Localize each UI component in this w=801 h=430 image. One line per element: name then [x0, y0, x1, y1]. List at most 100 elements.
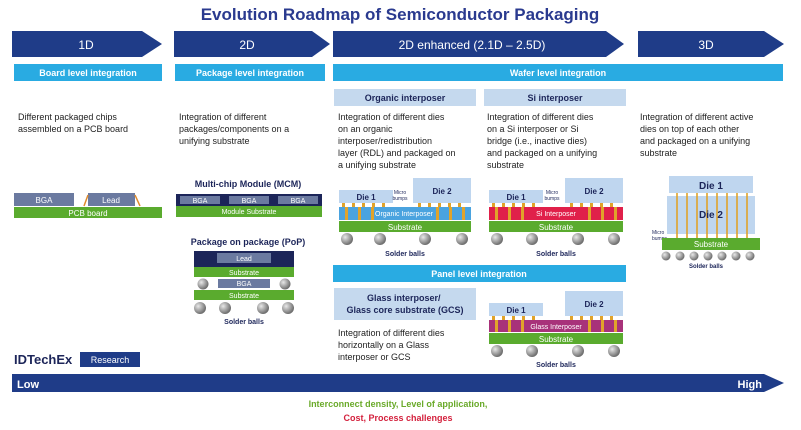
stacked-3d-diagram: Die 1 Die 2 Micro bumps Substrate Solder… [652, 176, 760, 270]
stage-arrow-3d: 3D [638, 31, 784, 57]
description-2d-line: unifying substrate [179, 136, 250, 146]
pop-lead-label: Lead [236, 256, 252, 263]
pop-title: Package on package (PoP) [191, 237, 306, 247]
glass-interposer-label: Glass Interposer [530, 324, 582, 331]
mcm-title: Multi-chip Module (MCM) [195, 179, 301, 189]
description-organic-line: on an organic [338, 124, 393, 134]
stacked-bumps-label: bumps [652, 236, 668, 242]
description-organic-line: Integration of different dies [338, 112, 445, 122]
mcm-bga-label: BGA [193, 198, 208, 205]
footer-line-interconnect: Interconnect density, Level of applicati… [309, 399, 488, 409]
description-3d-line: and packaged on a unifying [640, 136, 750, 146]
organic-solder-balls-label: Solder balls [385, 251, 425, 258]
description-si-line: Integration of different dies [487, 112, 594, 122]
glass-solder-balls-label: Solder balls [536, 362, 576, 369]
pop-substrate-bottom-label: Substrate [229, 293, 259, 300]
organic-die2-label: Die 2 [432, 187, 452, 196]
axis-high-label: High [738, 379, 763, 391]
si-substrate-label: Substrate [539, 223, 574, 232]
description-3d: Integration of different active dies on … [640, 112, 756, 158]
pcb-board-diagram: BGA Lead PCB board [14, 193, 162, 218]
description-si-line: and packaged on a unifying [487, 148, 597, 158]
stage-arrow-2d: 2D [174, 31, 330, 57]
description-3d-line: substrate [640, 148, 677, 158]
stage-label-2d-enhanced: 2D enhanced (2.1D – 2.5D) [399, 38, 546, 52]
si-die1-label: Die 1 [506, 193, 526, 202]
glass-interposer-diagram: Die 1 Die 2 Glass Interposer Substrate S… [489, 291, 623, 369]
si-die2-label: Die 2 [584, 187, 604, 196]
description-organic-line: a unifying substrate [338, 160, 416, 170]
description-3d-line: dies on top of each other [640, 124, 739, 134]
description-organic: Integration of different dies on an orga… [338, 112, 458, 170]
mcm-diagram: BGA BGA BGA Module Substrate [176, 194, 322, 217]
idtechex-logo: IDTechEx Research [14, 352, 140, 367]
band-board-level: Board level integration [14, 64, 162, 81]
mcm-bga-label: BGA [242, 198, 257, 205]
subheader-glass-interposer: Glass interposer/ Glass core substrate (… [334, 288, 476, 320]
pcb-bga-label: BGA [36, 196, 54, 205]
glass-die2-label: Die 2 [584, 300, 604, 309]
description-si-line: bridge (i.e., inactive dies) [487, 136, 587, 146]
description-2d: Integration of different packages/compon… [179, 112, 292, 146]
description-glass: Integration of different dies horizontal… [338, 328, 447, 362]
axis-low-label: Low [17, 379, 39, 391]
si-interposer-label: Si Interposer [536, 211, 576, 218]
stacked-micro-label: Micro [652, 230, 664, 236]
band-wafer-level: Wafer level integration [333, 64, 783, 81]
description-si-line: on a Si interposer or Si [487, 124, 579, 134]
stage-arrow-1d: 1D [12, 31, 162, 57]
description-glass-line: horizontally on a Glass [338, 340, 430, 350]
description-organic-line: layer (RDL) and packaged on [338, 148, 456, 158]
subheader-glass-line: Glass core substrate (GCS) [346, 305, 463, 315]
pop-solder-balls-label: Solder balls [224, 319, 264, 326]
subheader-organic-label: Organic interposer [365, 93, 446, 103]
band-package-label: Package level integration [196, 68, 304, 78]
stage-label-2d: 2D [239, 38, 255, 52]
band-panel-level: Panel level integration [333, 265, 626, 282]
stage-label-3d: 3D [698, 38, 714, 52]
description-2d-line: packages/components on a [179, 124, 289, 134]
description-3d-line: Integration of different active [640, 112, 753, 122]
stacked-substrate-label: Substrate [694, 240, 729, 249]
logo-suffix: Research [91, 355, 130, 365]
pcb-lead-label: Lead [102, 196, 120, 205]
description-si-line: substrate [487, 160, 524, 170]
subheader-si-label: Si interposer [527, 93, 583, 103]
pop-diagram: Lead Substrate BGA Substrate Solder ball… [194, 251, 294, 326]
footer-line-cost: Cost, Process challenges [343, 413, 452, 423]
stacked-die2-label: Die 2 [699, 210, 723, 221]
logo-brand: IDTechEx [14, 352, 73, 367]
glass-substrate-label: Substrate [539, 335, 574, 344]
description-1d-line: assembled on a PCB board [18, 124, 128, 134]
description-1d-line: Different packaged chips [18, 112, 117, 122]
band-panel-label: Panel level integration [431, 269, 527, 279]
page-title: Evolution Roadmap of Semiconductor Packa… [201, 5, 600, 24]
stage-label-1d: 1D [78, 38, 94, 52]
mcm-bga-label: BGA [291, 198, 306, 205]
si-micro-label: Micro [546, 190, 558, 196]
si-interposer-diagram: Die 1 Die 2 Micro bumps Si Interposer Su… [489, 178, 623, 258]
description-1d: Different packaged chips assembled on a … [18, 112, 128, 134]
stacked-die1-label: Die 1 [699, 181, 723, 192]
subheader-organic-interposer: Organic interposer [334, 89, 476, 106]
organic-micro-label: Micro [394, 190, 406, 196]
stage-arrow-2d-enhanced: 2D enhanced (2.1D – 2.5D) [333, 31, 624, 57]
glass-die1-label: Die 1 [506, 306, 526, 315]
mcm-substrate-label: Module Substrate [222, 209, 277, 216]
low-high-axis-arrow: Low High [12, 374, 784, 392]
organic-interposer-diagram: Die 1 Die 2 Micro bumps Organic Interpos… [339, 178, 471, 258]
si-solder-balls-label: Solder balls [536, 251, 576, 258]
band-wafer-label: Wafer level integration [510, 68, 606, 78]
pop-substrate-top-label: Substrate [229, 270, 259, 277]
organic-substrate-label: Substrate [388, 223, 423, 232]
description-glass-line: interposer or GCS [338, 352, 411, 362]
organic-die1-label: Die 1 [356, 193, 376, 202]
stacked-solder-balls-label: Solder balls [689, 264, 724, 270]
description-2d-line: Integration of different [179, 112, 267, 122]
subheader-glass-line: Glass interposer/ [367, 293, 441, 303]
si-bumps-label: bumps [544, 196, 560, 202]
subheader-si-interposer: Si interposer [484, 89, 626, 106]
description-glass-line: Integration of different dies [338, 328, 445, 338]
subheader-glass-label: Glass interposer/ Glass core substrate (… [346, 293, 463, 315]
